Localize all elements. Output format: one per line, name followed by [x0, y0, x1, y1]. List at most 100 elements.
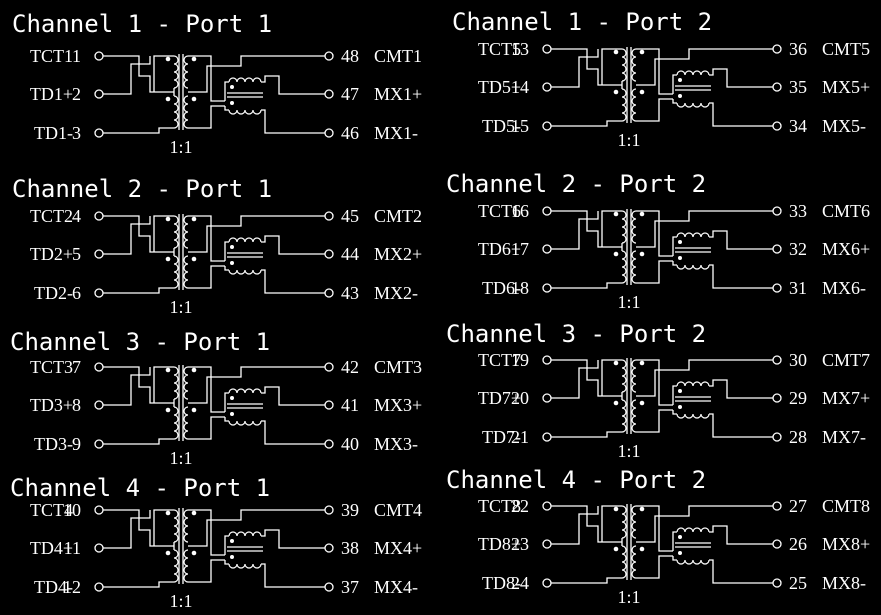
- left-pin-name: TCT6: [478, 201, 521, 221]
- polarity-dot: [230, 396, 234, 400]
- polarity-dot: [639, 400, 645, 406]
- right-terminal: [324, 128, 334, 138]
- choke-wire: [709, 264, 773, 289]
- primary-wire: [103, 216, 151, 255]
- secondary-winding: [631, 545, 637, 579]
- polarity-dot: [191, 550, 197, 556]
- left-pin-number: 24: [511, 573, 529, 593]
- right-pin-number: 38: [341, 538, 359, 558]
- left-terminal: [542, 44, 552, 54]
- channel-title: Channel 2 - Port 1: [12, 175, 272, 203]
- right-pin-name: CMT8: [822, 496, 870, 516]
- choke-winding: [676, 232, 710, 238]
- right-pin-number: 41: [341, 395, 359, 415]
- secondary-winding: [183, 549, 189, 583]
- right-pin-name: MX2-: [374, 283, 418, 303]
- primary-winding: [621, 505, 627, 539]
- polarity-dot: [639, 546, 645, 552]
- left-pin-number: 2: [72, 84, 81, 104]
- choke-wire: [261, 563, 325, 588]
- primary-winding: [621, 210, 627, 244]
- left-terminal: [94, 582, 104, 592]
- right-pin-number: 31: [789, 278, 807, 298]
- choke-winding: [676, 102, 710, 108]
- right-pin-number: 39: [341, 500, 359, 520]
- primary-wire: [551, 360, 599, 399]
- secondary-wire: [188, 509, 325, 547]
- left-pin-number: 3: [72, 123, 81, 143]
- left-terminal: [94, 505, 104, 515]
- left-terminal: [94, 400, 104, 410]
- right-pin-name: MX3-: [374, 434, 418, 454]
- polarity-dot: [613, 49, 619, 55]
- right-pin-name: MX6-: [822, 278, 866, 298]
- polarity-dot: [639, 211, 645, 217]
- right-terminal: [324, 543, 334, 553]
- secondary-wire: [188, 265, 225, 289]
- choke-winding: [676, 70, 710, 76]
- primary-wire: [103, 127, 174, 134]
- right-terminal: [324, 505, 334, 515]
- left-terminal: [94, 249, 104, 259]
- polarity-dot: [191, 96, 197, 102]
- left-pin-name: TD7+: [478, 388, 521, 408]
- right-pin-name: MX6+: [822, 239, 870, 259]
- secondary-winding: [183, 215, 189, 249]
- right-pin-number: 28: [789, 427, 807, 447]
- polarity-dot: [165, 550, 171, 556]
- right-pin-name: MX5+: [822, 77, 870, 97]
- left-terminal: [542, 355, 552, 365]
- secondary-winding: [631, 505, 637, 539]
- left-pin-number: 23: [511, 534, 529, 554]
- choke-wire: [709, 413, 773, 438]
- primary-winding: [173, 215, 179, 249]
- polarity-dot: [678, 551, 682, 555]
- primary-winding: [173, 55, 179, 89]
- left-pin-name: TD2+: [30, 244, 73, 264]
- right-pin-number: 43: [341, 283, 359, 303]
- primary-wire: [153, 509, 174, 546]
- polarity-dot: [678, 240, 682, 244]
- left-terminal: [542, 82, 552, 92]
- choke-wire: [224, 266, 229, 271]
- right-pin-number: 46: [341, 123, 359, 143]
- primary-wire: [153, 215, 174, 252]
- primary-wire: [551, 211, 599, 250]
- turns-ratio-label: 1:1: [617, 441, 640, 461]
- right-terminal: [772, 82, 782, 92]
- left-terminal: [542, 244, 552, 254]
- turns-ratio-label: 1:1: [617, 587, 640, 607]
- choke-wire: [672, 74, 677, 94]
- primary-wire: [551, 359, 622, 397]
- choke-winding: [228, 420, 262, 426]
- secondary-winding: [631, 88, 637, 122]
- primary-wire: [103, 56, 151, 95]
- secondary-wire: [636, 359, 773, 397]
- secondary-wire: [636, 210, 773, 248]
- left-pin-name: TD3-: [34, 434, 73, 454]
- left-terminal: [542, 578, 552, 588]
- choke-wire: [261, 386, 325, 406]
- secondary-wire: [636, 505, 673, 552]
- secondary-winding: [183, 95, 189, 129]
- channel-title: Channel 1 - Port 1: [12, 10, 272, 38]
- left-pin-number: 4: [72, 206, 81, 226]
- right-pin-number: 30: [789, 350, 807, 370]
- polarity-dot: [639, 360, 645, 366]
- secondary-wire: [636, 210, 673, 257]
- polarity-dot: [613, 89, 619, 95]
- turns-ratio-label: 1:1: [169, 448, 192, 468]
- secondary-wire: [636, 409, 673, 433]
- polarity-dot: [191, 256, 197, 262]
- choke-wire: [709, 525, 773, 545]
- primary-wire: [551, 431, 622, 438]
- left-terminal: [542, 283, 552, 293]
- right-pin-number: 25: [789, 573, 807, 593]
- right-pin-name: MX7+: [822, 388, 870, 408]
- polarity-dot: [678, 389, 682, 393]
- polarity-dot: [639, 251, 645, 257]
- left-pin-name: TD2-: [34, 283, 73, 303]
